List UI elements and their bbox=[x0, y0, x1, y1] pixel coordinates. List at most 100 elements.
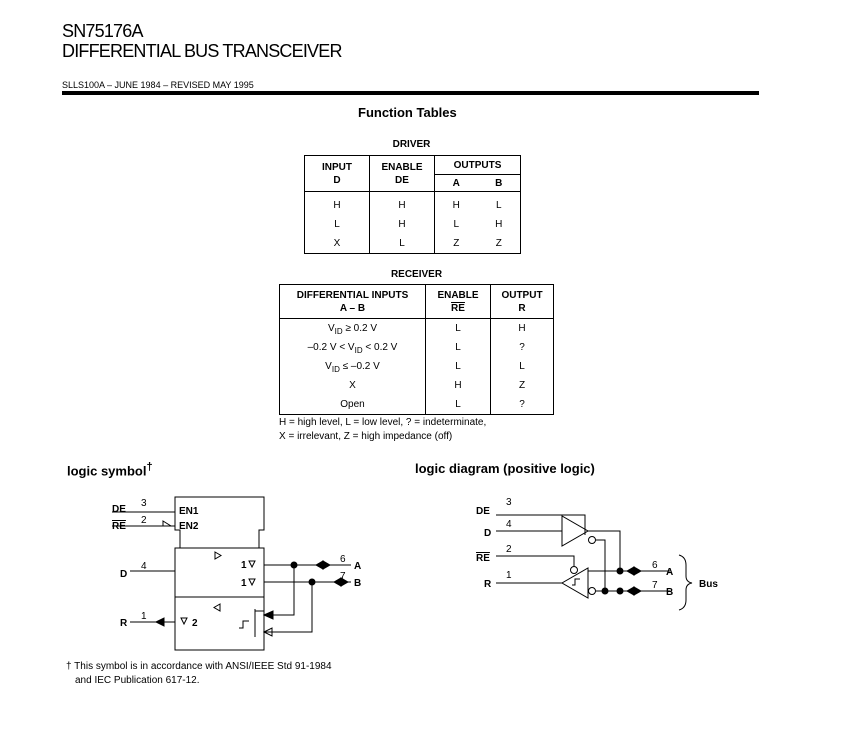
bidirectional-arrow-icon bbox=[625, 586, 643, 596]
table-cell: H bbox=[490, 318, 554, 338]
inverter-bubble bbox=[570, 566, 578, 574]
bidirectional-arrow-icon bbox=[332, 577, 350, 587]
a-label: A bbox=[354, 561, 361, 572]
diagram-pin-2: 2 bbox=[506, 544, 512, 555]
table-cell: Open bbox=[340, 399, 365, 410]
pin-4: 4 bbox=[141, 561, 147, 572]
cell-subscript: ID bbox=[334, 327, 343, 336]
inverter-bubble bbox=[588, 536, 596, 544]
pin-2: 2 bbox=[141, 515, 147, 526]
table-cell: L bbox=[425, 318, 491, 338]
cell-text: < 0.2 V bbox=[362, 342, 398, 353]
junction-dot bbox=[601, 587, 609, 595]
table-cell: H bbox=[495, 219, 503, 230]
arrow-left-open-icon bbox=[262, 627, 273, 637]
pin-7: 7 bbox=[340, 571, 346, 582]
receiver-diff-sub: A – B bbox=[339, 302, 366, 314]
table-cell: H bbox=[425, 376, 491, 395]
bus-label: Bus bbox=[699, 579, 718, 590]
document-title: DIFFERENTIAL BUS TRANSCEIVER bbox=[62, 41, 342, 61]
table-cell: –0.2 V < VID < 0.2 V bbox=[280, 338, 426, 357]
hysteresis-icon bbox=[239, 620, 249, 629]
table-cell: Z bbox=[434, 234, 478, 254]
driver-buffer-icon bbox=[561, 515, 590, 547]
header-rule bbox=[62, 91, 759, 95]
triangle-left-icon bbox=[213, 603, 221, 612]
d-label: D bbox=[120, 569, 127, 580]
receiver-enable-header: ENABLE RE bbox=[425, 284, 491, 319]
driver-input-sub: D bbox=[333, 174, 341, 186]
driver-enable-sub: DE bbox=[395, 174, 409, 186]
receiver-diff-label: DIFFERENTIAL INPUTS bbox=[296, 289, 409, 301]
cell-subscript: ID bbox=[354, 346, 363, 355]
cell-text: V bbox=[325, 361, 332, 372]
diagram-re-label: RE bbox=[476, 553, 490, 564]
triangle-right-icon bbox=[214, 551, 222, 560]
pin-6: 6 bbox=[340, 554, 346, 565]
inverter-bubble bbox=[588, 587, 596, 595]
output-1-label: 1 bbox=[241, 578, 247, 589]
receiver-output-header: OUTPUT R bbox=[490, 284, 554, 319]
table-cell: H bbox=[333, 200, 341, 211]
bidirectional-arrow-icon bbox=[625, 566, 643, 576]
driver-out-b bbox=[596, 539, 606, 591]
table-row: H H H L bbox=[305, 191, 521, 215]
part-number: SN75176A bbox=[62, 21, 143, 41]
table-cell: L bbox=[434, 215, 478, 234]
cell-text: V bbox=[327, 323, 335, 334]
output-1-label: 1 bbox=[241, 560, 247, 571]
receiver-block bbox=[174, 596, 265, 651]
junction-dot bbox=[616, 567, 624, 575]
table-cell: H bbox=[369, 215, 435, 234]
cell-subscript: ID bbox=[331, 365, 340, 374]
dagger-mark: † bbox=[146, 461, 153, 473]
receiver-caption: RECEIVER bbox=[390, 269, 443, 280]
table-row: L H L H bbox=[305, 215, 521, 234]
driver-out-a bbox=[588, 530, 621, 571]
table-row: VID ≤ –0.2 V L L bbox=[280, 357, 554, 376]
table-cell: X bbox=[333, 238, 341, 249]
en1-label: EN1 bbox=[179, 506, 199, 517]
feedback-wire-b bbox=[264, 582, 313, 633]
receiver-enable-sub: RE bbox=[451, 302, 465, 314]
diagram-r-label: R bbox=[484, 579, 492, 590]
junction-dot bbox=[616, 587, 624, 595]
cell-text: ≥ 0.2 V bbox=[342, 323, 378, 334]
receiver-legend-line2: X = irrelevant, Z = high impedance (off) bbox=[279, 431, 453, 442]
re-wire bbox=[496, 555, 575, 566]
logic-diagram-heading: logic diagram (positive logic) bbox=[415, 461, 595, 476]
table-cell: L bbox=[425, 395, 491, 415]
logic-diagram bbox=[496, 514, 693, 611]
table-cell: Z bbox=[495, 238, 502, 249]
function-tables-heading: Function Tables bbox=[358, 105, 457, 120]
pin-1: 1 bbox=[141, 611, 147, 622]
bus-brace bbox=[678, 554, 693, 611]
diagram-d-label: D bbox=[484, 528, 491, 539]
table-row: –0.2 V < VID < 0.2 V L ? bbox=[280, 338, 554, 357]
arrow-left-icon bbox=[154, 617, 165, 627]
b-label: B bbox=[354, 578, 361, 589]
table-cell: ? bbox=[490, 338, 554, 357]
diagram-de-label: DE bbox=[476, 506, 490, 517]
driver-input-label: INPUT bbox=[322, 161, 352, 173]
receiver-diff-header: DIFFERENTIAL INPUTS A – B bbox=[279, 284, 426, 319]
driver-input-header: INPUT D bbox=[304, 155, 370, 192]
en2-label: EN2 bbox=[179, 521, 199, 532]
footnote: † This symbol is in accordance with ANSI… bbox=[66, 660, 332, 688]
table-row: VID ≥ 0.2 V L H bbox=[280, 318, 554, 338]
driver-table: INPUT D ENABLE DE OUTPUTS A B H H H L L … bbox=[304, 155, 521, 254]
footnote-line1: This symbol is in accordance with ANSI/I… bbox=[74, 661, 332, 672]
table-cell: Z bbox=[490, 376, 554, 395]
table-cell: ? bbox=[490, 395, 554, 415]
de-wire bbox=[496, 514, 586, 535]
negation-indicator-icon bbox=[162, 520, 173, 527]
diagram-a-label: A bbox=[666, 567, 673, 578]
re-label: RE bbox=[112, 521, 126, 532]
diagram-pin-1: 1 bbox=[506, 570, 512, 581]
r-label: R bbox=[120, 618, 128, 629]
feedback-wire-a bbox=[264, 565, 295, 616]
diagram-pin-4: 4 bbox=[506, 519, 512, 530]
document-id: SLLS100A – JUNE 1984 – REVISED MAY 1995 bbox=[62, 80, 254, 90]
receiver-2-label: 2 bbox=[192, 618, 198, 629]
driver-enable-label: ENABLE bbox=[381, 161, 423, 173]
